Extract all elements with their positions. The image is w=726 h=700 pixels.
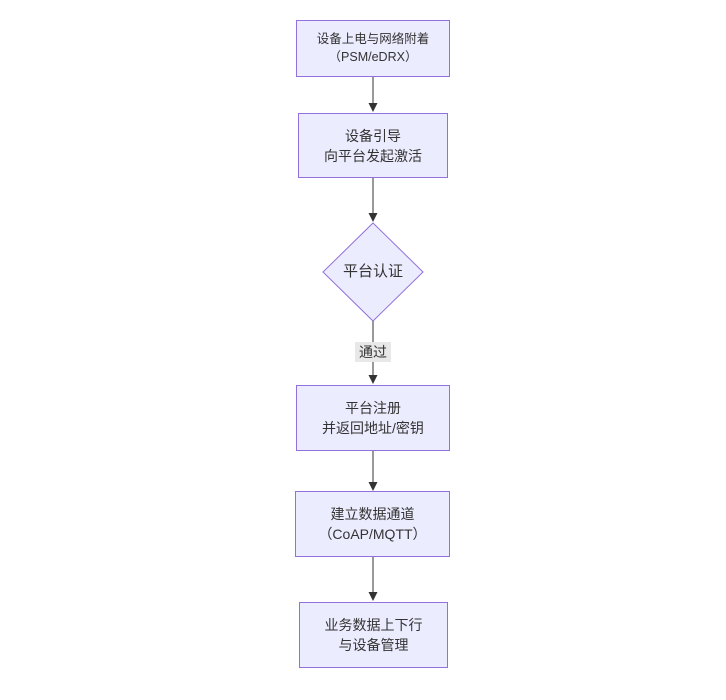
- node-text-line: 设备上电与网络附着: [316, 32, 430, 46]
- node-platform-register: 平台注册 并返回地址/密钥: [296, 385, 450, 451]
- arrowhead-icon-3: [368, 375, 378, 384]
- node-text-line: 向平台发起激活: [324, 147, 422, 164]
- node-text-line: （CoAP/MQTT）: [318, 526, 427, 542]
- node-text-line: （PSM/eDRX）: [328, 49, 418, 64]
- node-text-line: 建立数据通道: [330, 506, 415, 522]
- node-text-line: 平台注册: [345, 400, 401, 416]
- node-text-line: 与设备管理: [338, 637, 409, 653]
- node-device-bootstrap: 设备引导 向平台发起激活: [298, 113, 448, 178]
- arrowhead-icon-5: [368, 592, 378, 601]
- arrowhead-icon-2: [368, 213, 378, 222]
- arrowhead-icon-4: [368, 482, 378, 491]
- node-business-data: 业务数据上下行 与设备管理: [299, 602, 448, 668]
- node-platform-auth-label: 平台认证: [342, 263, 403, 280]
- node-text-line: 设备引导: [345, 127, 401, 144]
- edge-label-pass: 通过: [355, 342, 391, 362]
- node-power-network-attach: 设备上电与网络附着 （PSM/eDRX）: [296, 20, 450, 77]
- arrowhead-icon-1: [368, 103, 378, 112]
- node-text-line: 业务数据上下行: [324, 617, 423, 633]
- node-data-channel: 建立数据通道 （CoAP/MQTT）: [295, 491, 450, 557]
- node-text-line: 并返回地址/密钥: [322, 420, 424, 436]
